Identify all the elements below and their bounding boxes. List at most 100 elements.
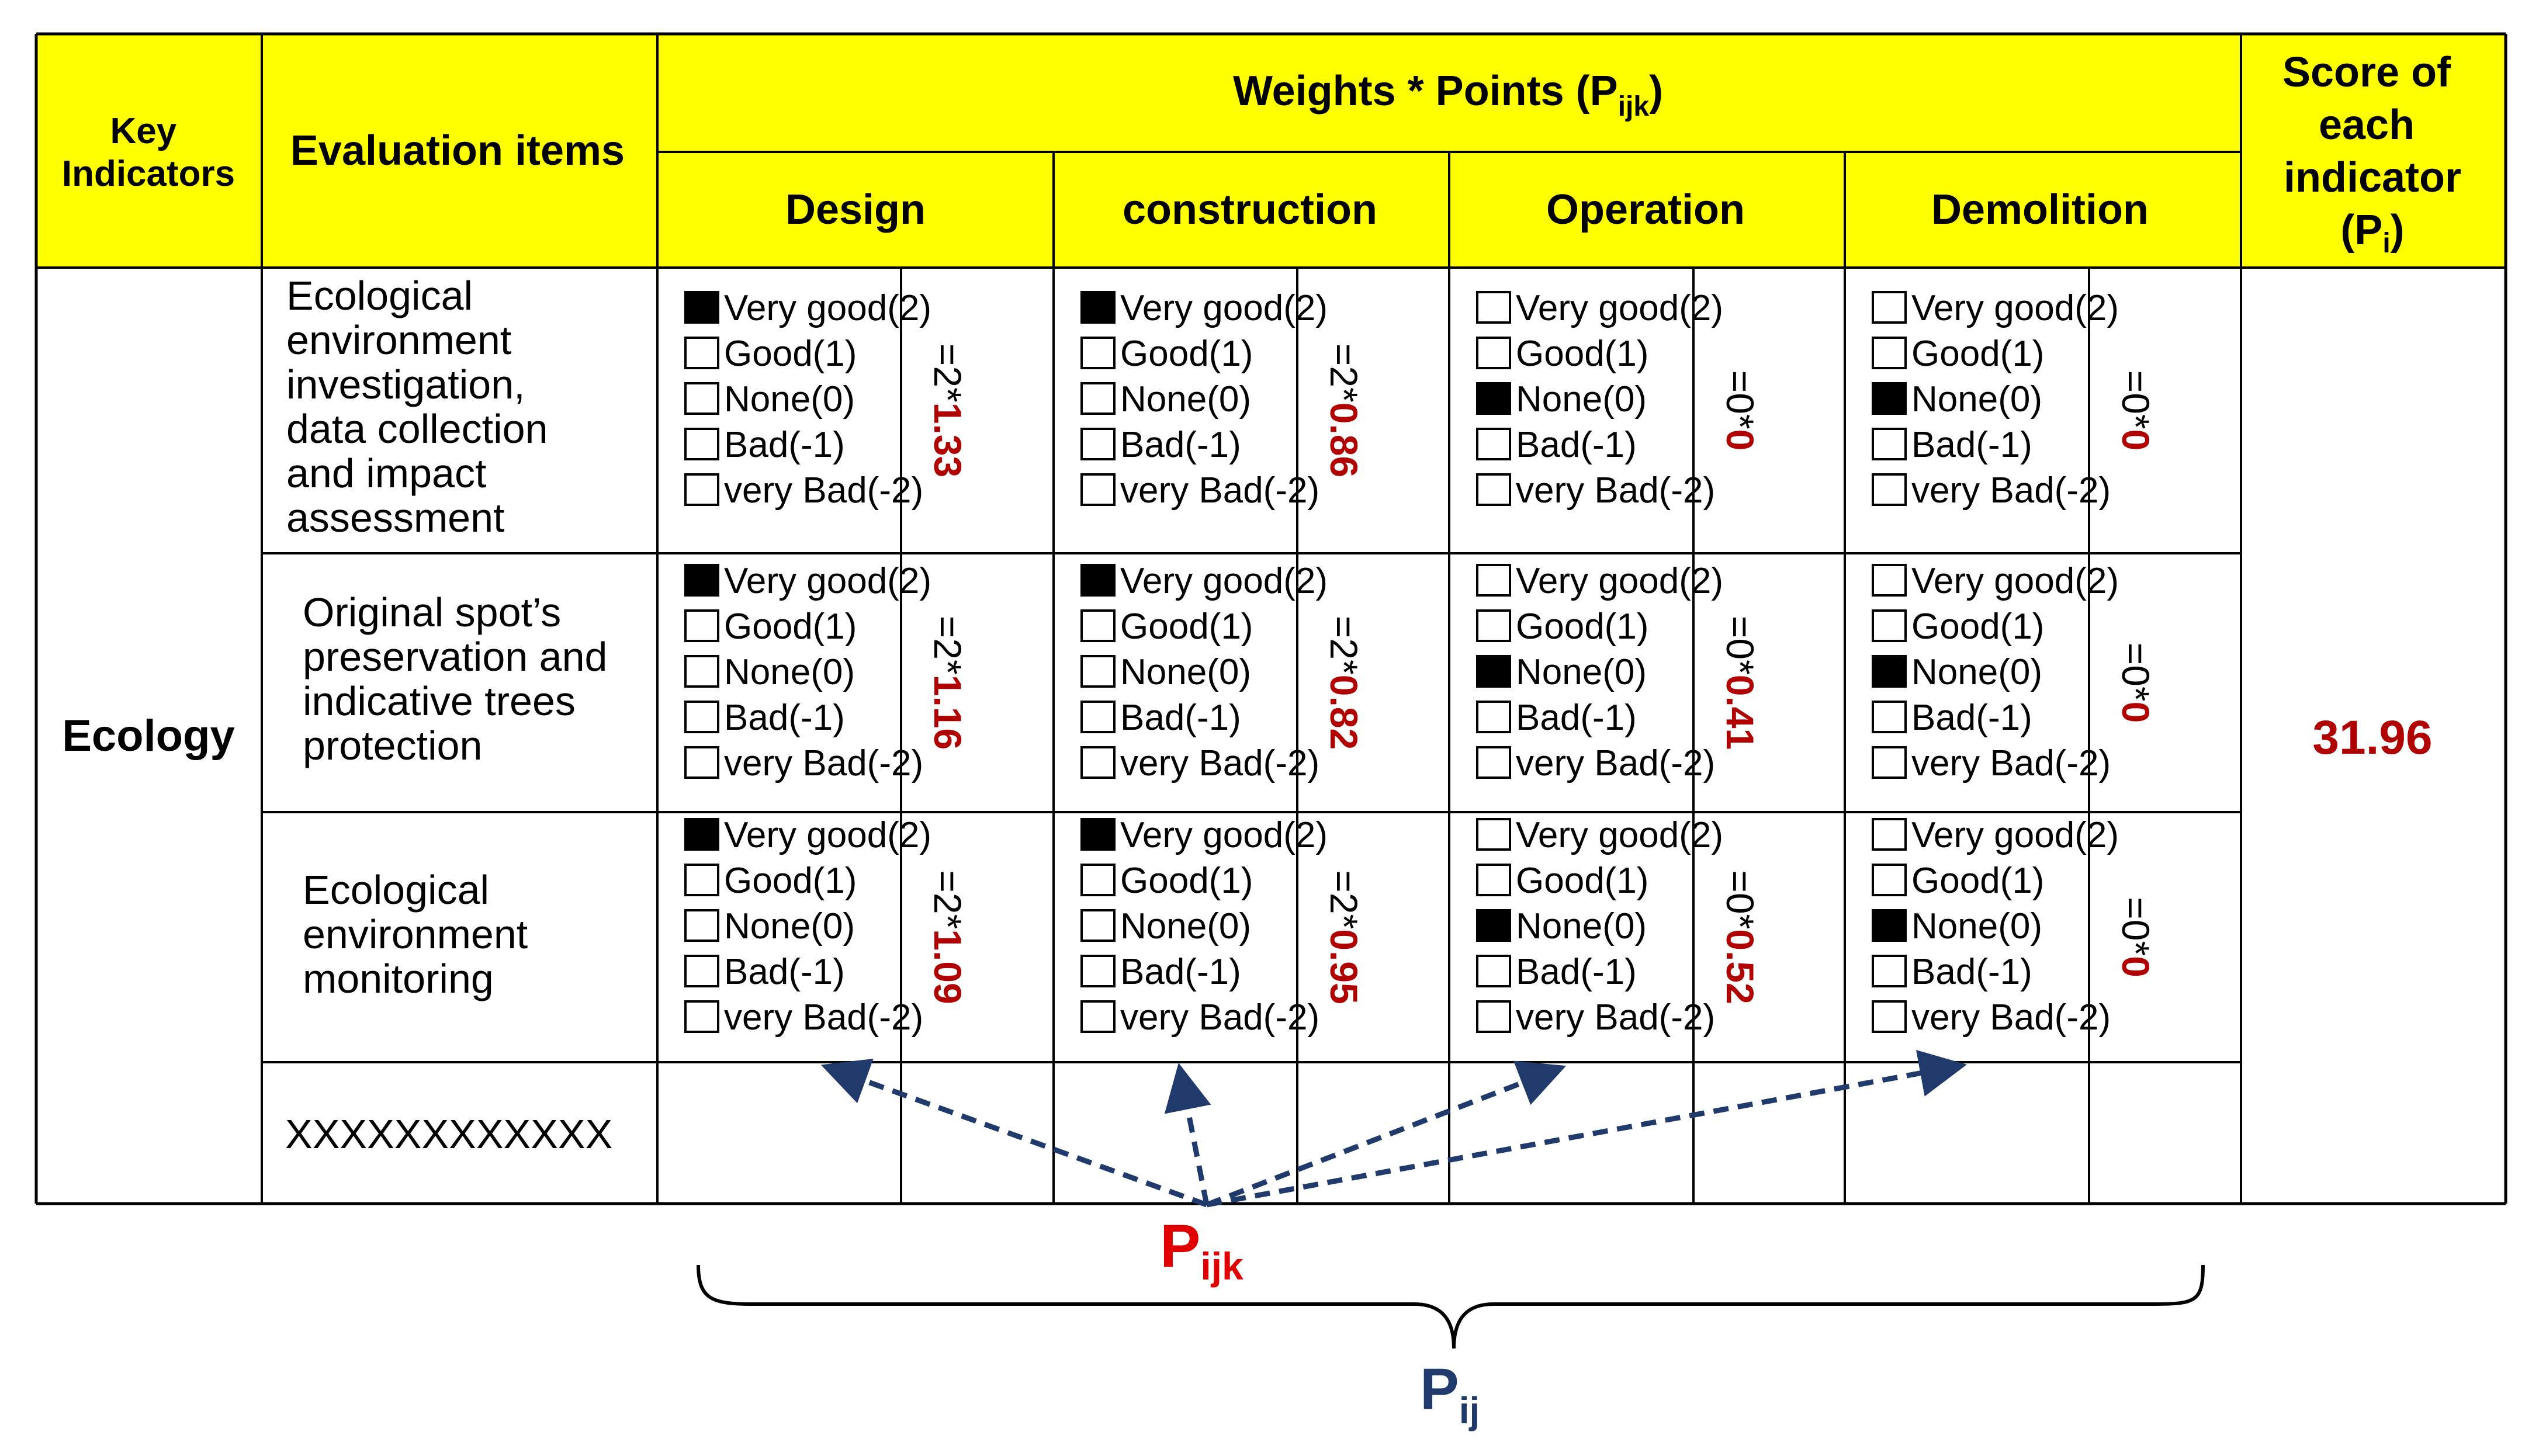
evaluation-item-line: Ecological (303, 867, 489, 913)
checkbox[interactable] (1080, 1000, 1116, 1033)
pij-brace (697, 1264, 2205, 1349)
option-label: None(0) (1911, 652, 2042, 692)
option-label: None(0) (724, 379, 855, 420)
calc-expression: =0*0.41 (1719, 616, 1762, 750)
option-label: Bad(-1) (1120, 952, 1241, 992)
arrow-to-construction (1164, 1063, 1211, 1205)
option-label: Bad(-1) (1120, 698, 1241, 738)
calc-weight: 0 (2114, 702, 2157, 723)
checkbox[interactable] (1476, 1000, 1511, 1033)
checkbox[interactable] (1476, 291, 1511, 324)
checkbox[interactable] (1080, 909, 1116, 942)
checkbox[interactable] (1476, 746, 1511, 779)
checkbox-checked[interactable] (684, 818, 719, 851)
checkbox-checked[interactable] (1080, 291, 1116, 324)
option-label: very Bad(-2) (1516, 470, 1715, 511)
checkbox-checked[interactable] (1872, 382, 1907, 415)
option-label: Good(1) (1911, 334, 2044, 374)
calc-weight: 0.41 (1719, 675, 1762, 750)
checkbox[interactable] (684, 701, 719, 733)
checkbox[interactable] (1872, 818, 1907, 851)
option-label: very Bad(-2) (1911, 997, 2111, 1038)
calc-weight: 0.82 (1322, 675, 1366, 750)
checkbox[interactable] (684, 609, 719, 642)
checkbox[interactable] (1872, 955, 1907, 987)
calc-expression: =2*0.95 (1322, 870, 1366, 1004)
option-label: Bad(-1) (1911, 425, 2032, 465)
checkbox[interactable] (1080, 701, 1116, 733)
checkbox[interactable] (1080, 955, 1116, 987)
arrow-to-demolition (1206, 1049, 1967, 1208)
calc-design: =2*1.09 (926, 870, 969, 1004)
checkbox[interactable] (1080, 337, 1116, 369)
checkbox[interactable] (684, 655, 719, 688)
checkbox[interactable] (684, 746, 719, 779)
checkbox[interactable] (1476, 337, 1511, 369)
checkbox[interactable] (684, 955, 719, 987)
checkbox[interactable] (684, 909, 719, 942)
checkbox-checked[interactable] (1080, 564, 1116, 597)
checkbox[interactable] (1872, 428, 1907, 460)
checkbox-checked[interactable] (1872, 655, 1907, 688)
checkbox[interactable] (1476, 473, 1511, 506)
checkbox[interactable] (1080, 473, 1116, 506)
checkbox-checked[interactable] (1476, 382, 1511, 415)
checkbox[interactable] (1476, 564, 1511, 597)
checkbox[interactable] (684, 337, 719, 369)
option-label: very Bad(-2) (1120, 997, 1319, 1038)
checkbox-checked[interactable] (1872, 909, 1907, 942)
checkbox[interactable] (1080, 382, 1116, 415)
checkbox[interactable] (1080, 428, 1116, 460)
checkbox-checked[interactable] (1476, 909, 1511, 942)
calc-weight: 1.09 (926, 929, 969, 1004)
calc-operation: =0*0 (1719, 370, 1762, 451)
checkbox[interactable] (1080, 746, 1116, 779)
checkbox-checked[interactable] (684, 564, 719, 597)
arrow-to-design (820, 1059, 1208, 1208)
checkbox[interactable] (1476, 701, 1511, 733)
checkbox[interactable] (684, 1000, 719, 1033)
checkbox[interactable] (1872, 473, 1907, 506)
phase-design-header: Design (785, 186, 926, 233)
option-label: very Bad(-2) (1516, 997, 1715, 1038)
checkbox-checked[interactable] (1476, 655, 1511, 688)
option-label: very Bad(-2) (1120, 743, 1319, 784)
calc-weight: 0.52 (1719, 929, 1762, 1004)
checkbox-checked[interactable] (684, 291, 719, 324)
checkbox[interactable] (1080, 864, 1116, 896)
checkbox[interactable] (1872, 701, 1907, 733)
checkbox[interactable] (1872, 609, 1907, 642)
checkbox[interactable] (1476, 428, 1511, 460)
checkbox[interactable] (1872, 564, 1907, 597)
option-label: very Bad(-2) (1911, 470, 2111, 511)
checkbox[interactable] (684, 382, 719, 415)
calc-demolition: =0*0 (2114, 897, 2157, 977)
option-label: very Bad(-2) (724, 470, 923, 511)
checkbox[interactable] (1476, 609, 1511, 642)
checkbox[interactable] (1872, 746, 1907, 779)
checkbox[interactable] (684, 428, 719, 460)
checkbox[interactable] (1872, 291, 1907, 324)
option-label: None(0) (1516, 379, 1647, 420)
option-label: Very good(2) (724, 288, 931, 328)
option-label: Very good(2) (1911, 561, 2119, 601)
checkbox[interactable] (1872, 864, 1907, 896)
weights-points-header: Weights * Points (Pijk) (1233, 68, 1663, 122)
checkbox[interactable] (1872, 1000, 1907, 1033)
checkbox[interactable] (1476, 864, 1511, 896)
calc-prefix: =0* (1719, 370, 1762, 429)
checkbox[interactable] (1872, 337, 1907, 369)
checkbox[interactable] (1476, 818, 1511, 851)
option-label: Good(1) (1516, 606, 1648, 647)
checkbox[interactable] (1080, 609, 1116, 642)
checkbox[interactable] (684, 864, 719, 896)
checkbox-checked[interactable] (1080, 818, 1116, 851)
checkbox[interactable] (684, 473, 719, 506)
calc-weight: 0 (1719, 429, 1762, 451)
option-label: Good(1) (724, 606, 857, 647)
checkbox[interactable] (1080, 655, 1116, 688)
calc-prefix: =2* (1322, 870, 1366, 929)
checkbox[interactable] (1476, 955, 1511, 987)
calc-expression: =2*0.86 (1322, 344, 1366, 477)
